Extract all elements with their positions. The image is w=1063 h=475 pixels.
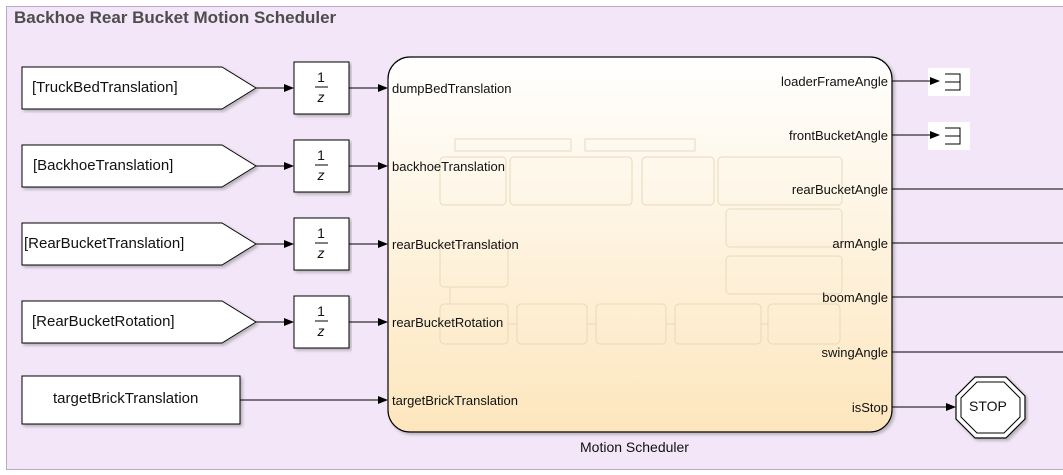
from-block-truckbed[interactable] xyxy=(21,66,257,110)
diagram-title: Backhoe Rear Bucket Motion Scheduler xyxy=(14,8,337,27)
stop-label: STOP xyxy=(969,398,1007,414)
input-port-label: rearBucketRotation xyxy=(392,315,504,330)
chart-preview xyxy=(439,138,843,345)
delay-numerator: 1 xyxy=(317,303,325,319)
delay-denominator: z xyxy=(317,323,325,339)
output-port-label: isStop xyxy=(851,400,888,415)
output-port-label: boomAngle xyxy=(822,290,888,305)
from-label-rearbucket-translation: [RearBucketTranslation] xyxy=(24,235,185,252)
input-port-label: targetBrickTranslation xyxy=(392,393,518,408)
input-port-label: backhoeTranslation xyxy=(392,159,505,174)
delay-numerator: 1 xyxy=(317,69,325,85)
terminator-1[interactable] xyxy=(928,68,970,96)
constant-label: targetBrickTranslation xyxy=(53,390,199,407)
unit-delay-2[interactable]: 1 z xyxy=(293,139,350,193)
output-port-label: swingAngle xyxy=(821,345,889,360)
from-label-rearbucket-rotation: [RearBucketRotation] xyxy=(32,313,175,330)
output-port-label: frontBucketAngle xyxy=(788,128,888,143)
from-label-backhoe: [BackhoeTranslation] xyxy=(33,157,174,174)
unit-delay-3[interactable]: 1 z xyxy=(293,217,350,271)
unit-delay-1[interactable]: 1 z xyxy=(293,61,350,115)
input-port-label: rearBucketTranslation xyxy=(392,237,519,252)
input-port-label: dumpBedTranslation xyxy=(392,81,512,96)
signal-lines xyxy=(240,77,1063,411)
chart-block-name: Motion Scheduler xyxy=(580,439,689,455)
from-block-rearbucket-rotation[interactable] xyxy=(21,300,257,344)
delay-denominator: z xyxy=(317,89,325,105)
output-port-label: loaderFrameAngle xyxy=(781,74,888,89)
output-port-label: armAngle xyxy=(832,236,888,251)
delay-numerator: 1 xyxy=(317,225,325,241)
delay-denominator: z xyxy=(317,245,325,261)
delay-denominator: z xyxy=(317,167,325,183)
motion-scheduler-block[interactable] xyxy=(387,56,893,433)
output-port-label: rearBucketAngle xyxy=(791,182,888,197)
constant-block[interactable] xyxy=(21,375,241,425)
terminator-2[interactable] xyxy=(928,122,970,150)
stop-block[interactable] xyxy=(955,376,1026,439)
from-block-rearbucket-translation[interactable] xyxy=(21,222,257,266)
delay-numerator: 1 xyxy=(317,147,325,163)
from-label-truckbed: [TruckBedTranslation] xyxy=(32,79,178,96)
from-block-backhoe[interactable] xyxy=(21,144,257,188)
unit-delay-4[interactable]: 1 z xyxy=(293,295,350,349)
